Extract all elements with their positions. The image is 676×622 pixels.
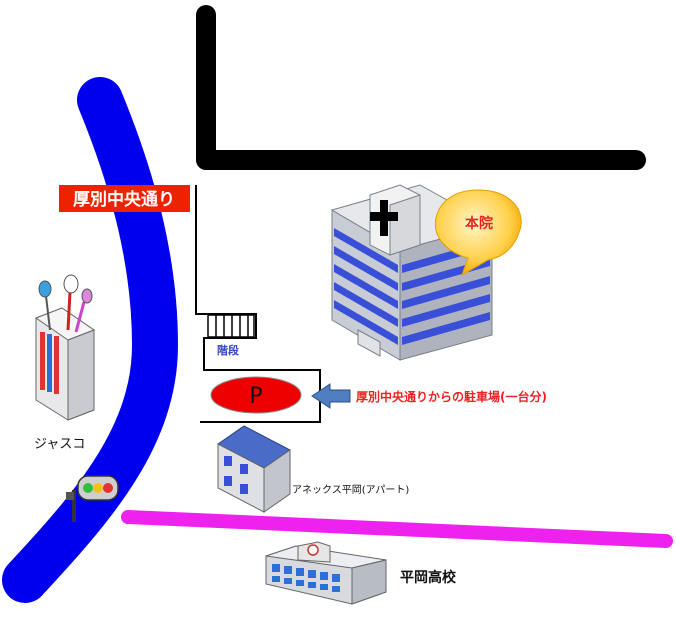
- parking-marker: P: [210, 376, 302, 414]
- parking-symbol: P: [249, 384, 262, 409]
- jasco-building-icon: [34, 274, 96, 421]
- jasco-label: ジャスコ: [34, 437, 85, 452]
- high-school-label: 平岡高校: [400, 569, 457, 586]
- road-name-text: 厚別中央通り: [73, 189, 175, 210]
- arrow-icon: [311, 383, 351, 409]
- stairs-label: 階段: [217, 343, 239, 357]
- main-hospital-bubble: 本院: [434, 189, 522, 277]
- black-road: [196, 5, 646, 170]
- parking-note: 厚別中央通りからの駐車場(一台分): [356, 389, 547, 404]
- traffic-signal-icon: [66, 475, 119, 522]
- annex-building-icon: [217, 425, 291, 513]
- annex-label: アネックス平岡(アパート): [292, 484, 409, 496]
- pink-road: [121, 510, 673, 548]
- road-name-label: 厚別中央通り: [59, 185, 190, 212]
- main-road: [2, 77, 179, 603]
- site-outline: [195, 185, 321, 423]
- main-hospital-label: 本院: [465, 215, 493, 232]
- stairs-icon: [207, 314, 255, 338]
- high-school-building-icon: [265, 541, 387, 605]
